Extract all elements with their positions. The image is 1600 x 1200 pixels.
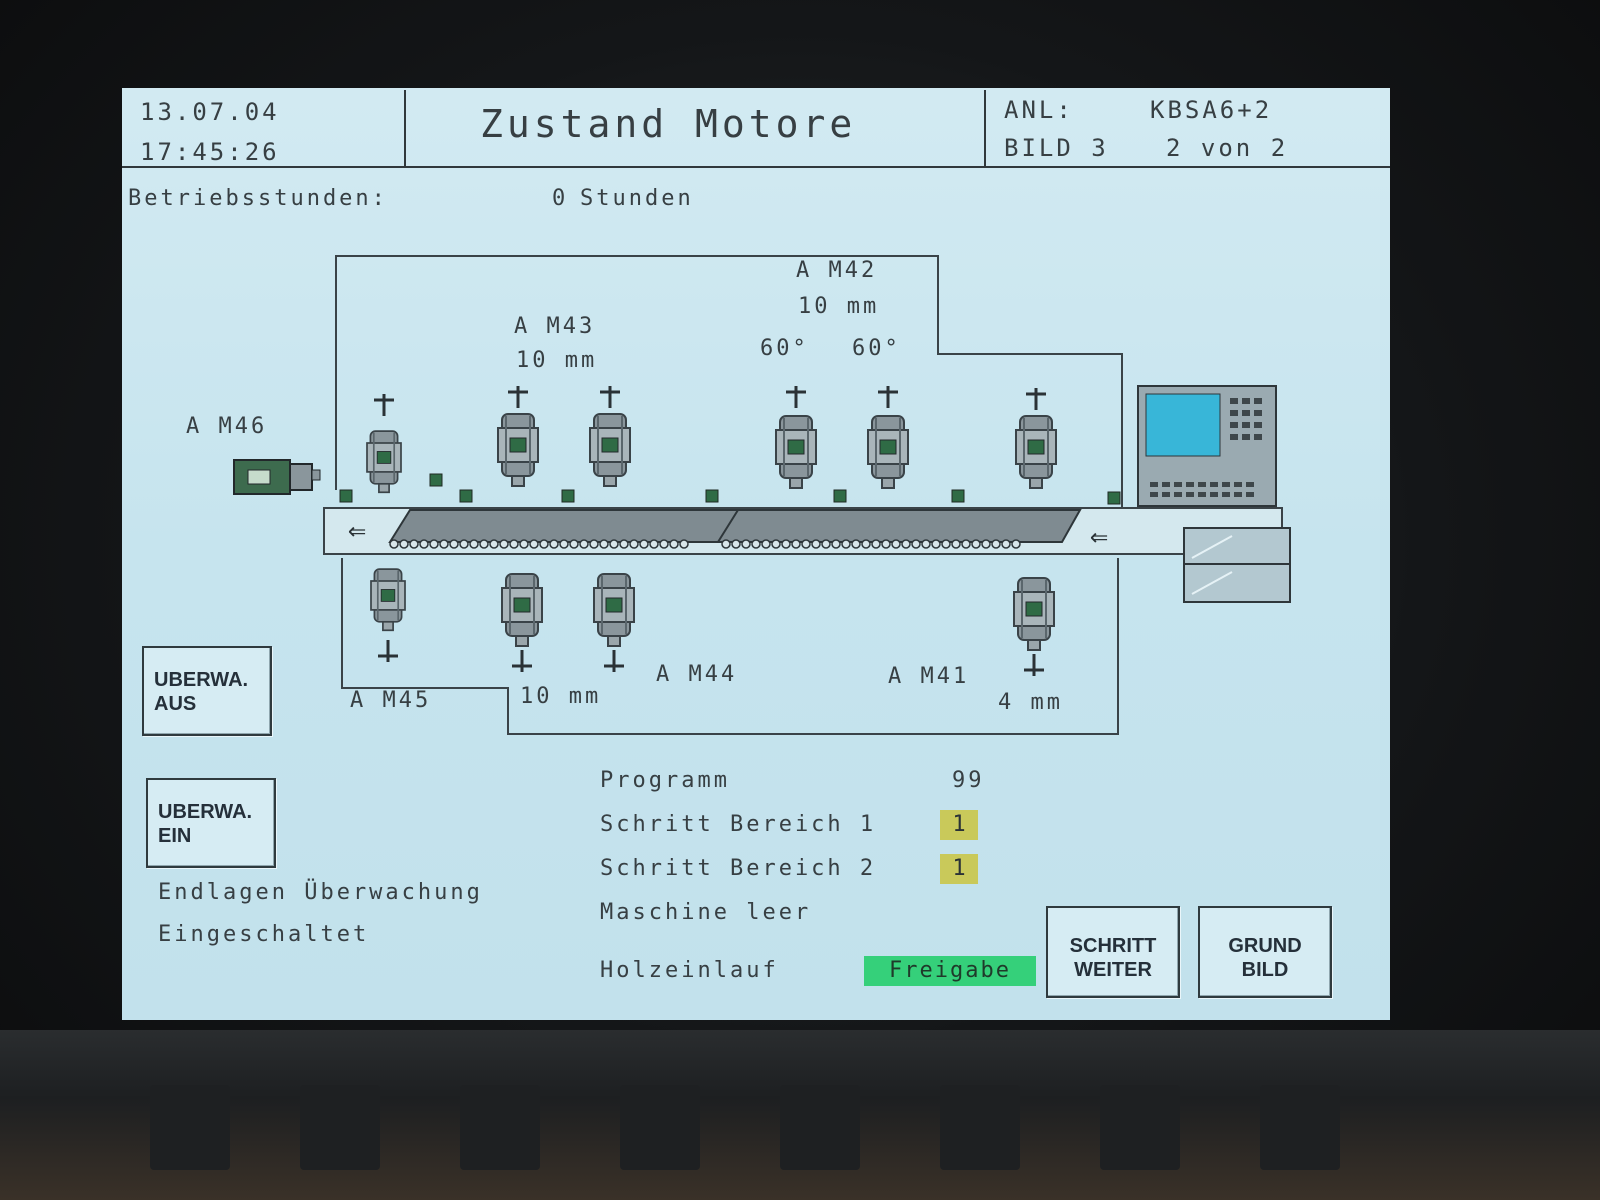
machine-outline-bottom xyxy=(341,558,1119,735)
motor-label-m41: A M41 xyxy=(888,664,970,689)
bezel-key[interactable] xyxy=(1260,1085,1340,1170)
arrow-up-icon xyxy=(598,384,622,410)
operating-hours-label: Betriebsstunden: xyxy=(128,186,388,211)
bezel-key[interactable] xyxy=(780,1085,860,1170)
motor-m43-right-icon xyxy=(589,413,631,487)
ueberwachung-ein-button[interactable]: UBERWA. EIN xyxy=(146,778,276,868)
arrow-up-icon xyxy=(876,384,900,410)
motor-label-m43: A M43 xyxy=(514,314,596,339)
motor-detail-m42: 10 mm xyxy=(798,294,880,319)
hmi-screen: 13.07.04 17:45:26 Zustand Motore ANL: KB… xyxy=(122,88,1390,1020)
bezel-key[interactable] xyxy=(940,1085,1020,1170)
motor-m46-top-icon xyxy=(366,430,402,494)
drive-motor-m46-icon xyxy=(233,459,321,495)
schritt-weiter-button[interactable]: SCHRITT WEITER xyxy=(1046,906,1180,998)
anl-value: KBSA6+2 xyxy=(1150,96,1273,124)
bezel-key[interactable] xyxy=(620,1085,700,1170)
arrow-up-icon xyxy=(784,384,808,410)
motor-m42-left-icon xyxy=(775,415,817,489)
holzeinlauf-label: Holzeinlauf xyxy=(600,958,779,983)
page-info: 2 von 2 xyxy=(1166,134,1289,162)
motor-m43-left-icon xyxy=(497,413,539,487)
feed-arrow-left-icon: ⇐ xyxy=(348,513,366,548)
page-title: Zustand Motore xyxy=(480,102,857,146)
anl-label: ANL: xyxy=(1004,96,1074,124)
motor-m41-top-icon xyxy=(1015,415,1057,489)
arrow-down-icon xyxy=(1022,652,1046,678)
programm-value: 99 xyxy=(952,768,985,793)
ueberwachung-aus-button[interactable]: UBERWA. AUS xyxy=(142,646,272,736)
feed-arrow-right-icon: ⇐ xyxy=(1090,519,1108,554)
conveyor-belt xyxy=(388,509,752,543)
bezel-key[interactable] xyxy=(150,1085,230,1170)
conveyor-belt xyxy=(716,509,1082,543)
motor-m42-right-icon xyxy=(867,415,909,489)
arrow-down-icon xyxy=(602,648,626,674)
angle-label-right: 60° xyxy=(852,336,901,361)
machine-outline-top xyxy=(335,255,1123,508)
bezel-key[interactable] xyxy=(1100,1085,1180,1170)
grund-bild-button[interactable]: GRUND BILD xyxy=(1198,906,1332,998)
monitoring-status-line1: Endlagen Überwachung xyxy=(158,880,483,905)
motor-label-m42: A M42 xyxy=(796,258,878,283)
motor-m44-right-icon xyxy=(593,573,635,647)
header-divider xyxy=(122,166,1390,168)
arrow-down-icon xyxy=(376,638,400,664)
control-terminal-icon xyxy=(1137,385,1277,507)
motor-label-m46: A M46 xyxy=(186,414,268,439)
maschine-leer-label: Maschine leer xyxy=(600,900,812,925)
bezel-key[interactable] xyxy=(300,1085,380,1170)
motor-m44-left-icon xyxy=(501,573,543,647)
angle-label-left: 60° xyxy=(760,336,809,361)
motor-m45-icon xyxy=(370,568,406,632)
operating-hours-value: 0 xyxy=(552,186,569,211)
motor-m41-bottom-icon xyxy=(1013,577,1055,651)
motor-detail-m43: 10 mm xyxy=(516,348,598,373)
monitoring-status-line2: Eingeschaltet xyxy=(158,922,370,947)
schritt-bereich-1-value: 1 xyxy=(940,810,978,840)
holzeinlauf-status-badge: Freigabe xyxy=(864,956,1036,986)
machine-diagram: ⇐ ⇐ xyxy=(233,255,1291,735)
motor-detail-m41: 4 mm xyxy=(998,690,1063,715)
bezel-key[interactable] xyxy=(460,1085,540,1170)
arrow-up-icon xyxy=(506,384,530,410)
bild-label: BILD 3 xyxy=(1004,134,1109,162)
header-separator xyxy=(404,90,406,166)
programm-label: Programm xyxy=(600,768,730,793)
arrow-up-icon xyxy=(1024,386,1048,412)
outfeed-table-icon xyxy=(1183,527,1291,603)
arrow-down-icon xyxy=(510,648,534,674)
motor-detail-m44: 10 mm xyxy=(520,684,602,709)
schritt-bereich-1-label: Schritt Bereich 1 xyxy=(600,812,877,837)
conveyor-rollers xyxy=(389,539,1021,549)
motor-label-m44: A M44 xyxy=(656,662,738,687)
header-separator xyxy=(984,90,986,166)
sensor-indicators xyxy=(339,473,1121,505)
motor-label-m45: A M45 xyxy=(350,688,432,713)
schritt-bereich-2-value: 1 xyxy=(940,854,978,884)
arrow-up-icon xyxy=(372,392,396,418)
schritt-bereich-2-label: Schritt Bereich 2 xyxy=(600,856,877,881)
header-date: 13.07.04 xyxy=(140,98,280,126)
operating-hours-unit: Stunden xyxy=(580,186,694,211)
header-time: 17:45:26 xyxy=(140,138,280,166)
